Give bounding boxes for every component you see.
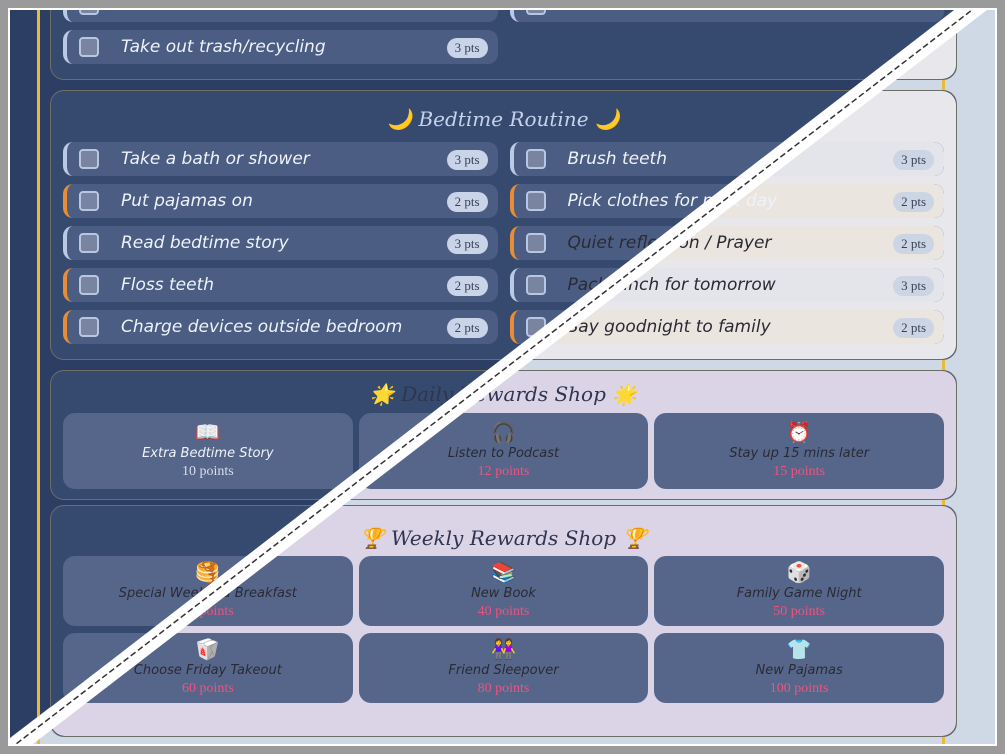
diagonal-divider (0, 0, 1000, 754)
divider-band (0, 0, 1000, 754)
